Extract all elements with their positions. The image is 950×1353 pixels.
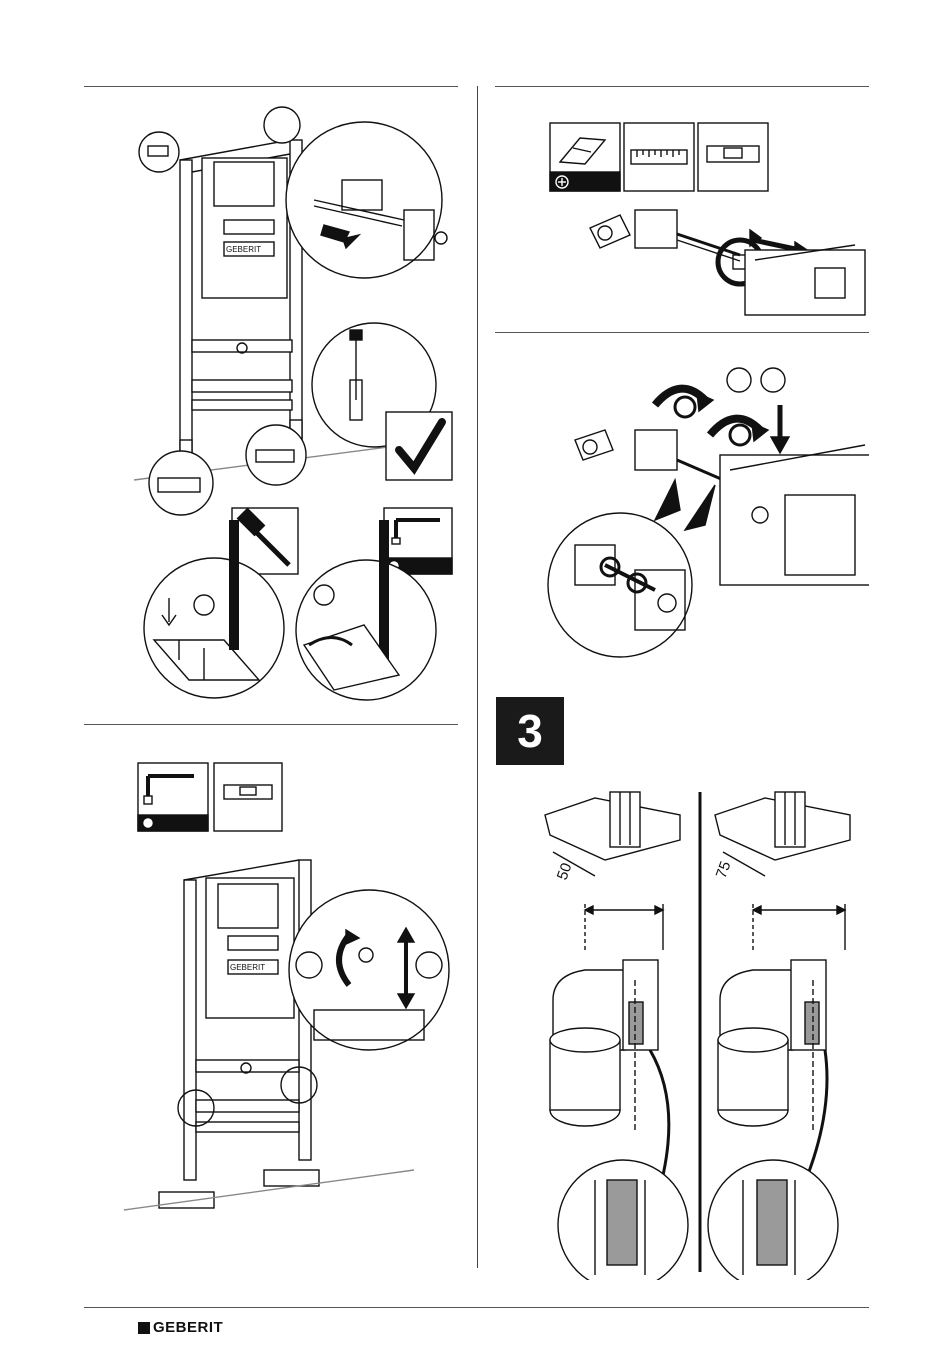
panel-frame-anchoring: GEBERIT (84, 100, 458, 710)
brand-square-icon (138, 1322, 150, 1334)
phillips-screwdriver-icon (550, 123, 620, 191)
column-divider (477, 86, 478, 1268)
panel-lock-nuts (495, 345, 869, 665)
divider-mid-left (84, 724, 458, 725)
socket-wrench-icon (384, 508, 452, 574)
socket-wrench-icon (138, 763, 208, 831)
footer-brand-logo: GEBERIT (138, 1319, 223, 1336)
divider-top-left (84, 86, 458, 87)
divider-footer (84, 1307, 869, 1308)
panel-pipe-clearance: 50 75 (495, 780, 869, 1280)
frame-brand-label: GEBERIT (230, 963, 265, 972)
frame-brand-label: GEBERIT (226, 245, 261, 254)
dimension-value-right: 75 (713, 859, 735, 880)
step-number-badge: 3 (496, 697, 564, 765)
tape-measure-icon (624, 123, 694, 191)
panel-rod-adjustment (495, 100, 869, 320)
divider-mid-right (495, 332, 869, 333)
panel-frame-levelling: GEBERIT (84, 760, 458, 1220)
brand-name: GEBERIT (153, 1319, 223, 1336)
spirit-level-icon (214, 763, 282, 831)
dimension-value-left: 50 (554, 861, 576, 882)
spirit-level-icon (698, 123, 768, 191)
divider-top-right (495, 86, 869, 87)
